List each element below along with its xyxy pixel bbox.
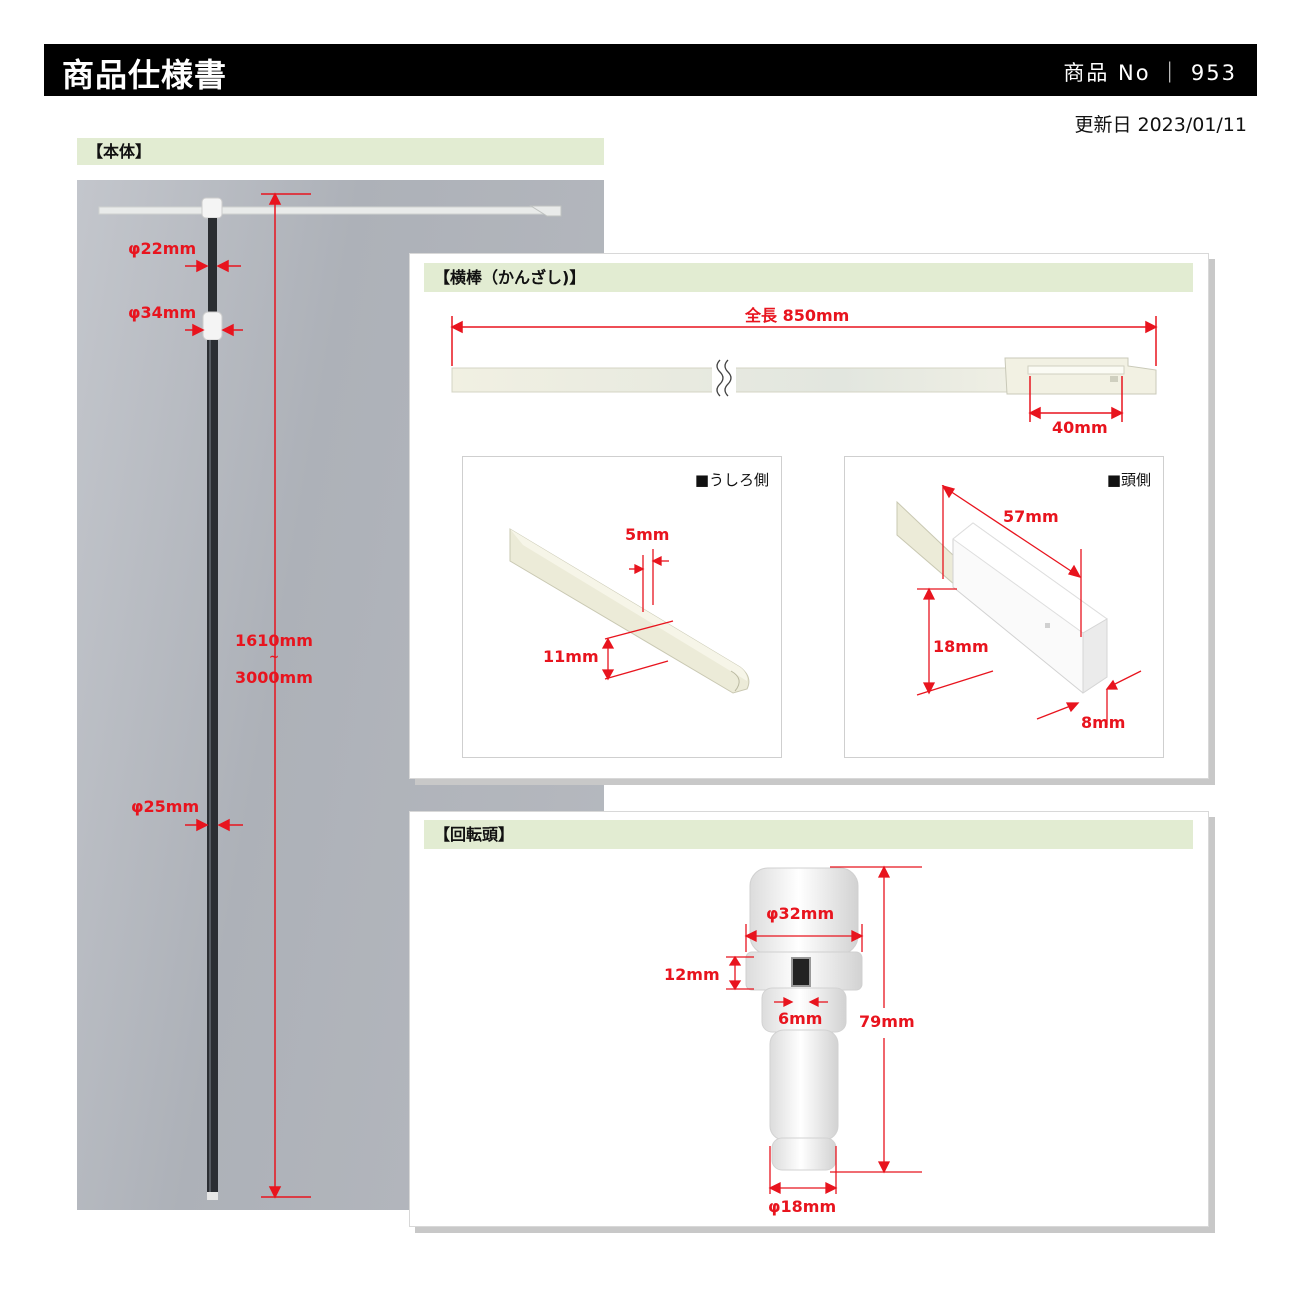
dim-length-min: 1610mm (235, 631, 313, 650)
back-view-panel: ■うしろ側 5mm 11mm (462, 456, 782, 758)
crossbar-card: 【横棒（かんざし)】 全長 850mm 40mm ■うしろ側 (409, 253, 1209, 779)
head-view-label: ■頭側 (1106, 471, 1151, 489)
dim-base-diameter: φ18mm (768, 1197, 837, 1216)
page-title: 商品仕様書 (62, 56, 228, 94)
dim-phi34: φ34mm (128, 303, 197, 322)
dim-total-height: 79mm (859, 1012, 915, 1031)
dim-head-depth: 8mm (1081, 713, 1126, 732)
back-view-drawing (509, 528, 750, 694)
dim-slot-height: 12mm (664, 965, 720, 984)
dim-length-tilde: ~ (269, 650, 280, 664)
section-label-rotating-head: 【回転頭】 (424, 820, 1193, 849)
dim-cap-diameter: φ32mm (766, 904, 835, 923)
section-label-crossbar: 【横棒（かんざし)】 (424, 263, 1193, 292)
dim-slot-length: 40mm (1052, 418, 1108, 437)
pole-illustration (98, 192, 562, 1200)
header-bar: 商品仕様書 商品 No ｜ 953 (44, 44, 1257, 96)
dim-head-height: 18mm (933, 637, 989, 656)
section-label-main-body: 【本体】 (77, 138, 604, 165)
crossbar-drawing (450, 316, 1158, 422)
dim-back-thickness: 5mm (625, 525, 670, 544)
back-view-label: ■うしろ側 (694, 471, 769, 489)
rotating-head-drawing (726, 865, 922, 1195)
updated-date: 更新日 2023/01/11 (1074, 114, 1247, 136)
dim-total-length: 全長 850mm (745, 306, 850, 325)
dim-slot-width: 6mm (778, 1009, 823, 1028)
product-number: 商品 No ｜ 953 (1063, 61, 1237, 85)
dim-back-height: 11mm (543, 647, 599, 666)
head-view-panel: ■頭側 57mm 18mm 8mm (844, 456, 1164, 758)
dim-length-max: 3000mm (235, 668, 313, 687)
dim-head-length: 57mm (1003, 507, 1059, 526)
rotating-head-card: 【回転頭】 (409, 811, 1209, 1227)
dim-phi22: φ22mm (128, 239, 197, 258)
head-view-drawing (896, 484, 1142, 725)
dim-phi25: φ25mm (131, 797, 200, 816)
